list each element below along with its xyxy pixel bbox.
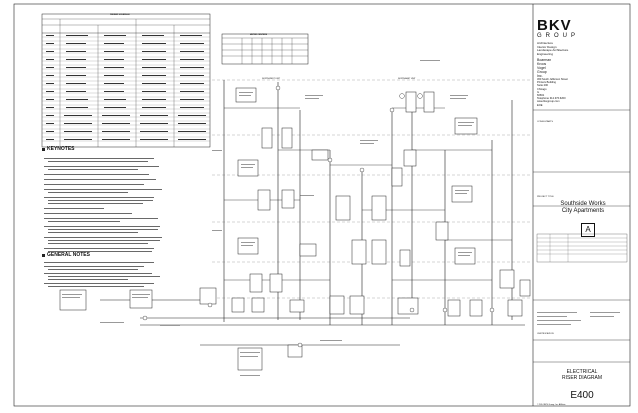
certification-label: CERTIFICATION bbox=[537, 333, 554, 335]
sheet-number: E400 bbox=[570, 390, 594, 401]
meter-centers-title: METER CENTERS bbox=[250, 34, 268, 36]
northeast-unit-label: NORTHEAST UNIT bbox=[398, 78, 416, 80]
consultants-label: CONSULTANTS bbox=[537, 121, 553, 123]
general-notes-list bbox=[42, 254, 160, 287]
firm-partners: Boarman Kroos Vogel Group Inc. bbox=[537, 58, 552, 78]
riser-linework bbox=[100, 79, 530, 346]
title-block-fields bbox=[537, 312, 620, 325]
revision-letter: A bbox=[581, 223, 595, 237]
equipment-symbols bbox=[142, 85, 495, 348]
project-title: Southside Works City Apartments bbox=[560, 201, 606, 214]
sheet-title: ELECTRICAL RISER DIAGRAM bbox=[561, 369, 602, 381]
keynotes-title: KEYNOTES bbox=[47, 146, 75, 152]
general-notes-title: GENERAL NOTES bbox=[47, 252, 90, 258]
project-title-label: PROJECT TITLE bbox=[537, 196, 554, 198]
firm-logo-sub: GROUP bbox=[537, 33, 580, 39]
northwest-unit-label: NORTHWEST UNIT bbox=[262, 78, 281, 80]
title-block: BKV GROUP Architecture Interior Design L… bbox=[537, 17, 630, 406]
firm-address: 360 South Jefferson Street Printers Buil… bbox=[537, 78, 568, 107]
panel-labels bbox=[62, 60, 474, 376]
firm-logo: BKV bbox=[537, 17, 572, 34]
keynotes-list bbox=[42, 148, 162, 252]
feeder-schedule-table bbox=[41, 13, 211, 148]
feeder-schedule-title: FEEDER SCHEDULE bbox=[110, 14, 130, 16]
title-block-frame bbox=[533, 109, 630, 363]
copyright: © 2014 BKV Group, Inc. Affiliate bbox=[537, 404, 566, 406]
meter-centers-table bbox=[221, 33, 309, 65]
firm-disciplines: Architecture Interior Design Landscape A… bbox=[537, 41, 569, 56]
panel-boards bbox=[59, 87, 531, 371]
